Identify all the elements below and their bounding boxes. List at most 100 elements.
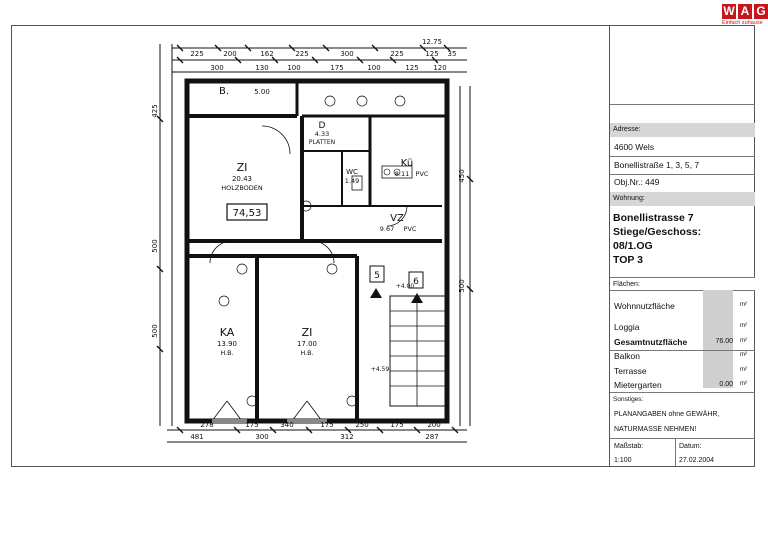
dim-label: 175 xyxy=(330,64,343,72)
room-area-vz: 9.67 xyxy=(380,225,394,233)
dim-label: 250 xyxy=(355,421,368,429)
room-label-ka: KA xyxy=(220,326,235,339)
area-label: Loggia xyxy=(614,322,640,332)
wag-logo: W A G Einfach zuhause xyxy=(722,4,768,30)
room-area-z2: 17.00 xyxy=(297,340,317,348)
wohnung-line: Stiege/Geschoss: xyxy=(613,226,702,238)
dim-label: 200 xyxy=(427,421,440,429)
wohnung-line: TOP 3 xyxy=(613,254,643,266)
room-label-balcony: B. xyxy=(219,86,229,97)
dim-label: 175 xyxy=(320,421,333,429)
dim-label: 450 xyxy=(458,169,466,182)
area-label: Terrasse xyxy=(614,366,647,376)
room-label-ku: Kü xyxy=(401,158,413,169)
room-floor-z1: HOLZBODEN xyxy=(221,184,263,192)
sonstiges-line: NATURMASSE NEHMEN! xyxy=(614,426,697,433)
room-floor-z2: H.B. xyxy=(300,349,313,357)
logo-letter: G xyxy=(754,4,768,19)
area-label: Mietergarten xyxy=(614,380,662,390)
dim-label: 125 xyxy=(405,64,418,72)
sonstiges-header: Sonstiges: xyxy=(613,396,644,403)
stair-number: 6 xyxy=(413,277,419,287)
dim-label: 225 xyxy=(295,50,308,58)
area-row-wohnnutzflaeche: Wohnnutzfläche m² xyxy=(610,299,755,314)
room-label-z1: ZI xyxy=(237,161,248,174)
room-floor-ka: H.B. xyxy=(220,349,233,357)
room-area-z1: 20.43 xyxy=(232,175,252,183)
divider xyxy=(675,438,676,466)
dim-label: 35 xyxy=(448,50,457,58)
area-value-column xyxy=(703,290,733,388)
stair-number: 5 xyxy=(374,271,380,281)
area-value: 0.00 xyxy=(719,381,733,388)
dim-label: 500 xyxy=(151,324,159,337)
area-row-balkon: Balkon m² xyxy=(610,349,755,364)
wohnung-header: Wohnung: xyxy=(610,192,755,206)
room-floor-ku: PVC xyxy=(416,170,429,178)
logo-letter: A xyxy=(738,4,752,19)
room-area-balcony: 5.00 xyxy=(254,88,270,96)
plan-sheet: 12.75 225 200 162 225 300 225 125 35 300… xyxy=(11,25,755,467)
logo-slogan: Einfach zuhause xyxy=(722,20,763,26)
dim-label: 312 xyxy=(340,433,353,441)
address-city: 4600 Wels xyxy=(614,142,655,152)
dim-label: 175 xyxy=(390,421,403,429)
area-label: Balkon xyxy=(614,351,640,361)
area-row-gesamtnutzflaeche: Gesamtnutzfläche 76.00 m² xyxy=(610,335,755,351)
floor-plan: 12.75 225 200 162 225 300 225 125 35 300… xyxy=(151,38,474,443)
room-floor-d: PLATTEN xyxy=(309,139,335,146)
dim-label: 175 xyxy=(245,421,258,429)
address-street: Bonellistraße 1, 3, 5, 7 xyxy=(614,160,700,170)
area-value: 76.00 xyxy=(715,338,733,345)
dim-label: 100 xyxy=(367,64,380,72)
dim-label: 500 xyxy=(151,239,159,252)
dim-label: 125 xyxy=(425,50,438,58)
divider xyxy=(610,438,755,439)
info-panel: Adresse: 4600 Wels Bonellistraße 1, 3, 5… xyxy=(609,26,755,466)
dim-label: 278 xyxy=(200,421,213,429)
area-unit: m² xyxy=(740,302,747,308)
area-label: Gesamtnutzfläche xyxy=(614,337,688,347)
massstab-label: Maßstab: xyxy=(614,443,644,450)
dim-label: 225 xyxy=(390,50,403,58)
room-area-ka: 13.90 xyxy=(217,340,237,348)
dim-label: 300 xyxy=(210,64,223,72)
room-area-ku: 8.11 xyxy=(395,170,409,178)
area-row-terrasse: Terrasse m² xyxy=(610,364,755,379)
adresse-header: Adresse: xyxy=(610,123,755,137)
dim-label: 481 xyxy=(190,433,203,441)
area-unit: m² xyxy=(740,352,747,358)
area-row-mietergarten: Mietergarten 0.00 m² xyxy=(610,378,755,393)
area-label: Wohnnutzfläche xyxy=(614,301,675,311)
room-area-wc: 1.49 xyxy=(345,177,359,185)
dim-label: 500 xyxy=(458,279,466,292)
divider xyxy=(610,104,755,105)
area-row-loggia: Loggia m² xyxy=(610,320,755,335)
dim-label: 162 xyxy=(260,50,273,58)
dim-label: 200 xyxy=(223,50,236,58)
object-number: Obj.Nr.: 449 xyxy=(614,177,660,187)
divider xyxy=(610,174,755,175)
dim-label: 12.75 xyxy=(422,38,442,46)
dim-label: 225 xyxy=(190,50,203,58)
area-unit: m² xyxy=(740,323,747,329)
level-label: +4.59 xyxy=(371,366,390,373)
room-label-wc: WC xyxy=(346,168,358,176)
sonstiges-line: PLANANGABEN ohne GEWÄHR, xyxy=(614,411,720,418)
wohnung-line: 08/1.OG xyxy=(613,240,653,252)
flaechen-header: Flächen: xyxy=(610,277,755,291)
datum-label: Datum: xyxy=(679,443,702,450)
massstab-value: 1:100 xyxy=(614,457,632,464)
room-label-d: D xyxy=(319,121,326,131)
total-area-label: 74,53 xyxy=(233,208,262,219)
room-floor-vz: PVC xyxy=(404,225,417,233)
divider xyxy=(610,392,755,393)
dim-label: 120 xyxy=(433,64,446,72)
wohnung-line: Bonellistrasse 7 xyxy=(613,212,694,224)
dim-label: 300 xyxy=(340,50,353,58)
dim-label: 130 xyxy=(255,64,268,72)
room-label-vz: VZ xyxy=(390,213,404,224)
datum-value: 27.02.2004 xyxy=(679,457,715,464)
room-label-z2: ZI xyxy=(302,326,313,339)
level-label: +4.00 xyxy=(396,283,415,290)
